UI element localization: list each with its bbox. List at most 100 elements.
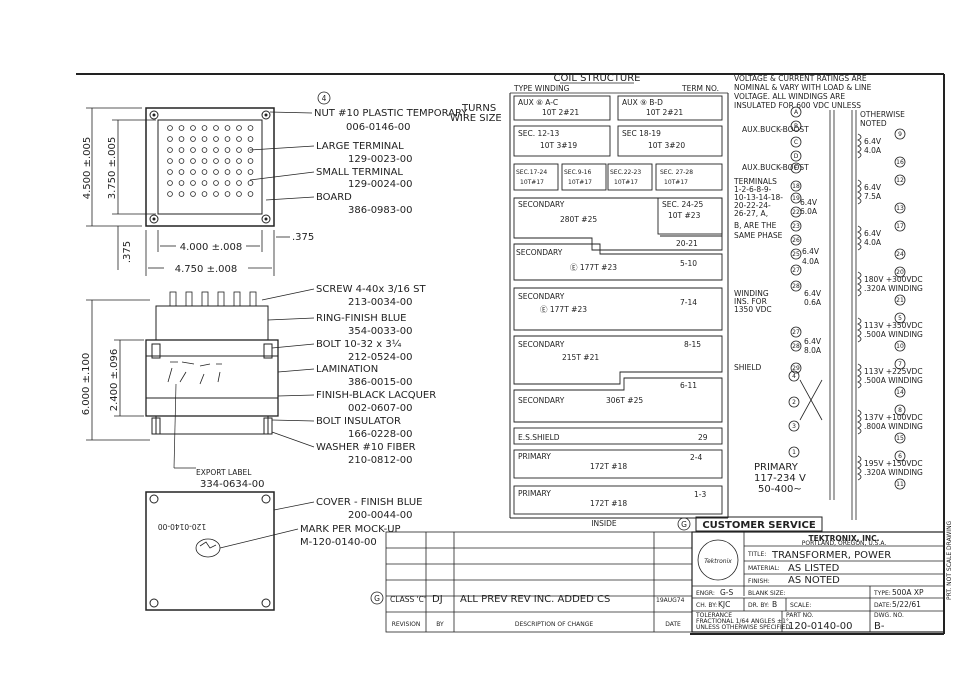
terminal: [167, 191, 173, 197]
terminal-node-label: D: [794, 153, 799, 160]
large-terminal-part: 129-0023-00: [348, 154, 412, 165]
ring-label: RING-FINISH BLUE: [316, 313, 406, 324]
nut-part: 006-0146-00: [346, 122, 410, 133]
terminal-post: [201, 291, 209, 307]
sec5-term: 6-11: [680, 381, 697, 390]
revision-description: ALL PREV REV INC. ADDED CS: [460, 594, 610, 605]
bolt-insulator-part: 166-0228-00: [348, 429, 412, 440]
dim-stack-height: 6.000 ±.100: [81, 353, 92, 415]
terminal-node: [790, 192, 802, 204]
terminals-note-6: B, ARE THE: [734, 221, 777, 230]
terminal-node: [790, 150, 802, 162]
shield-name: E.S.SHIELD: [518, 433, 560, 442]
primary-note-2: 117-234 V: [754, 473, 806, 484]
schematic-notes: VOLTAGE & CURRENT RATINGS ARE NOMINAL & …: [733, 74, 905, 495]
note-line-4: INSULATED FOR 600 VDC UNLESS: [734, 101, 861, 110]
aux-buck-boost-1: AUX.BUCK-BOOST: [742, 125, 809, 134]
dwg-no-value: B-: [874, 621, 885, 632]
title-value: TRANSFORMER, POWER: [771, 550, 891, 561]
secondary-terminal-label: 14: [896, 389, 904, 396]
aux-2-label: AUX ⑨ B-D: [622, 98, 663, 107]
aux-buck-boost-2: AUX.BUCK-BOOST: [742, 163, 809, 172]
secondary-terminal-label: 16: [896, 159, 904, 166]
checked-by-label: CH. BY:: [696, 602, 717, 609]
winding-ins-2: INS. FOR: [734, 297, 767, 306]
secondary-current: .320A WINDING: [864, 284, 923, 293]
sec-e-turns: 10T#17: [614, 179, 638, 186]
terminal: [201, 180, 208, 186]
terminal: [167, 169, 173, 175]
secondary-coil: [857, 363, 862, 389]
sec-e-label: SEC.22-23: [610, 169, 641, 176]
primary-note-1: PRIMARY: [754, 462, 799, 473]
terminal-post: [233, 291, 241, 307]
terminal: [247, 125, 254, 131]
pri1-term: 2-4: [690, 453, 702, 462]
secondary-current: 4.0A: [864, 238, 882, 247]
secondary-terminal: [894, 202, 906, 214]
revision-by: DJ: [432, 594, 443, 605]
secondary-terminal-label: 13: [896, 205, 904, 212]
tolerance-1: TOLERANCE: [695, 612, 732, 619]
mid-rating-3: 6.4V: [802, 247, 820, 256]
mid-rating-4: 4.0A: [802, 257, 820, 266]
secondary-voltage: 6.4V: [864, 229, 882, 238]
date-label: DATE:: [874, 602, 892, 609]
side-view-dimensions: [86, 299, 150, 441]
cover-view: [145, 491, 275, 611]
right-ratings: 9166.4V4.0A12136.4V7.5A17246.4V4.0A20211…: [857, 128, 923, 490]
date-value: 5/22/61: [892, 600, 921, 609]
aux-1-label: AUX ⑧ A-C: [518, 98, 558, 107]
dim-offset-vertical: .375: [122, 241, 133, 263]
sec2-term: 5-10: [680, 259, 697, 268]
secondary-terminal-label: 15: [896, 435, 904, 442]
mid-rating-5: 6.4V: [804, 289, 822, 298]
sec-d-label: SEC.9-16: [564, 169, 591, 176]
primary-terminal: [788, 396, 800, 408]
washer-label: WASHER #10 FIBER: [316, 442, 416, 453]
secondary-terminal-label: 12: [896, 177, 904, 184]
cover-part: 200-0044-00: [348, 510, 412, 521]
sec1-sub-turns: 10T #23: [668, 211, 701, 220]
terminal: [178, 158, 185, 164]
terminal: [190, 136, 196, 142]
secondary-coil: [857, 455, 862, 481]
secondary-terminal: [894, 156, 906, 168]
screw-part: 213-0034-00: [348, 297, 412, 308]
board-label: BOARD: [316, 192, 352, 203]
material-value: AS LISTED: [788, 563, 840, 574]
secondary-voltage: 6.4V: [864, 183, 882, 192]
finish-label: FINISH-BLACK LACQUER: [316, 390, 436, 401]
terminals-note-2: 1-2-6-8-9-: [734, 185, 772, 194]
terminal: [213, 125, 219, 131]
terminal: [167, 125, 173, 131]
secondary-terminal: [894, 312, 906, 324]
secondary-terminal-label: 21: [896, 297, 904, 304]
side-note: PRT. NOT SCALE DRAWING: [946, 520, 953, 600]
secondary-terminal-label: 8: [898, 407, 902, 414]
terminal: [236, 169, 242, 175]
terminal: [247, 158, 254, 164]
terminal: [224, 125, 231, 131]
terminal-node: [790, 162, 802, 174]
secondary-current: .500A WINDING: [864, 376, 923, 385]
secondary-terminal: [894, 450, 906, 462]
engr-label: ENGR:: [696, 590, 715, 597]
terminal-node-label: 26: [792, 237, 800, 244]
terminal: [178, 180, 185, 186]
terminal-node: [790, 120, 802, 132]
board-part: 386-0983-00: [348, 205, 412, 216]
secondary-voltage: 137V +100VDC: [864, 413, 923, 422]
engr-value: G-S: [720, 588, 734, 597]
secondary-terminal: [894, 404, 906, 416]
terminal: [190, 180, 196, 186]
washer-part: 210-0812-00: [348, 455, 412, 466]
terminal: [190, 147, 196, 153]
mid-ratings: 6.4V 6.0A 6.4V 4.0A 6.4V 0.6A 6.4V 8.0A: [800, 198, 822, 355]
dim-width-inner: 4.000 ±.008: [180, 242, 242, 253]
pri2-term: 1-3: [694, 490, 706, 499]
terminal: [236, 191, 242, 197]
terminal-node-label: 28: [792, 283, 800, 290]
revision-date: 19AUG74: [656, 597, 685, 604]
terminal: [224, 191, 231, 197]
